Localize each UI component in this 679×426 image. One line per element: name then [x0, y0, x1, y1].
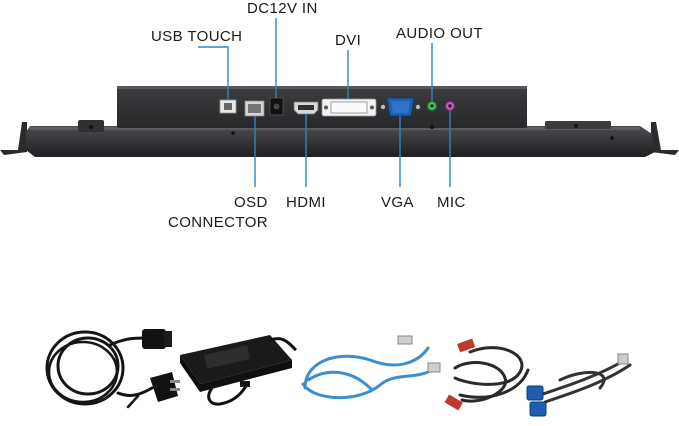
dc12v-port — [269, 97, 284, 116]
power-cord-icon — [45, 329, 180, 409]
usb-touch-label: USB TOUCH — [151, 28, 243, 45]
right-mounting-bracket — [651, 122, 679, 155]
power-adapter-icon — [180, 335, 298, 406]
vga-port — [380, 97, 421, 117]
port-housing-highlight — [117, 86, 527, 89]
screw-hole — [610, 136, 614, 140]
connector-label: CONNECTOR — [168, 214, 268, 231]
dc12v-in-label: DC12V IN — [247, 0, 318, 17]
audio-out-label: AUDIO OUT — [396, 25, 483, 42]
panel-base-plate — [26, 126, 655, 157]
hdmi-port — [293, 101, 319, 115]
leader-lines — [198, 18, 451, 187]
screw-hole — [574, 124, 578, 128]
osd-connector-port — [244, 100, 265, 117]
screw-hole — [231, 131, 235, 135]
base-plate-highlight — [30, 127, 640, 130]
mic-label: MIC — [437, 194, 466, 211]
vga-label: VGA — [381, 194, 414, 211]
hdmi-label: HDMI — [286, 194, 326, 211]
vga-cable-icon — [526, 353, 632, 417]
left-mounting-bracket — [0, 122, 27, 155]
screw-hole — [89, 125, 93, 129]
dvi-port — [321, 98, 377, 117]
usb-touch-leader — [198, 46, 229, 100]
monitor-rear-panel — [0, 86, 679, 157]
hdmi-cable-icon — [444, 338, 530, 411]
right-tab — [545, 121, 611, 129]
usb-cable-icon — [301, 335, 441, 400]
dvi-label: DVI — [335, 32, 362, 49]
screw-hole — [430, 125, 434, 129]
osd-label: OSD — [234, 194, 268, 211]
usb-touch-port — [219, 99, 237, 114]
